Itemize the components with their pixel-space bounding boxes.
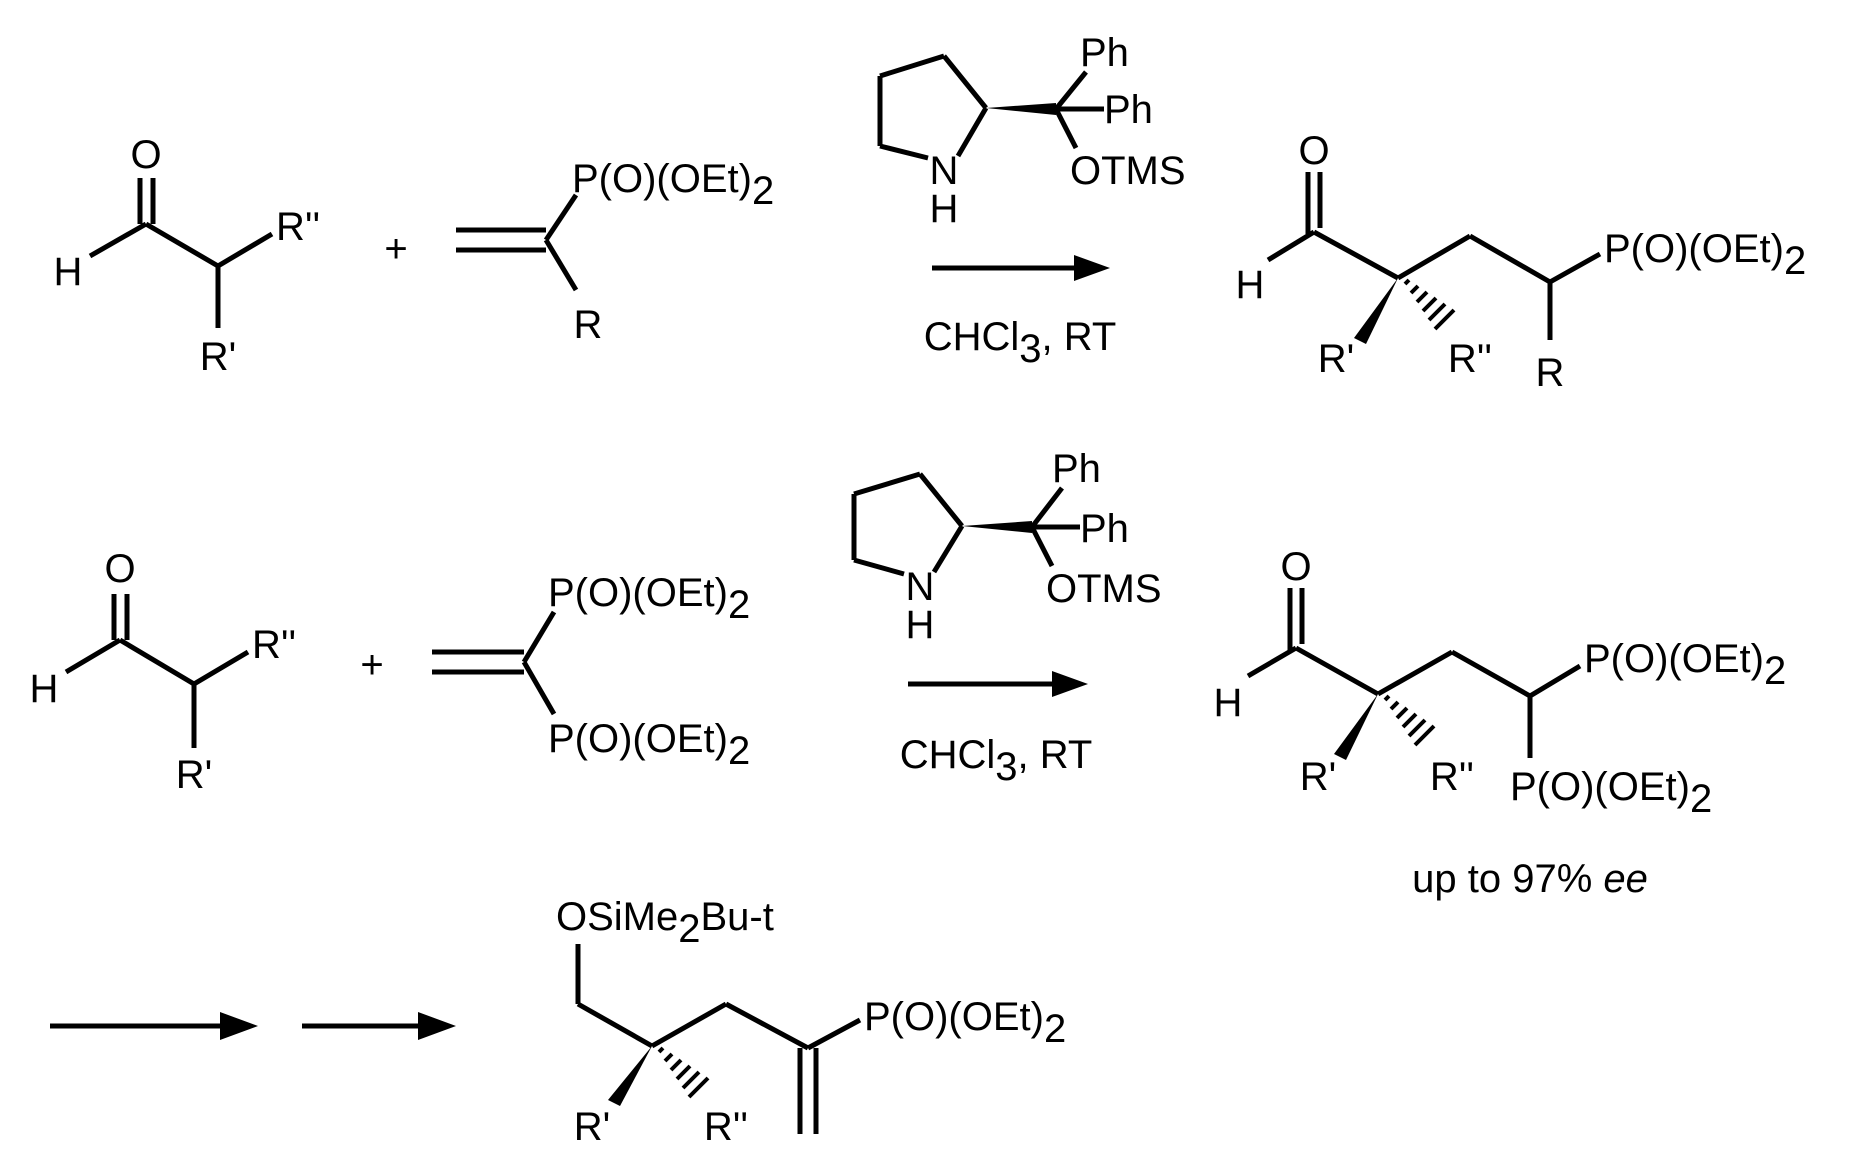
row1-product-r1: R' — [1318, 337, 1355, 381]
row2-aldehyde: O H R'' R' — [30, 547, 297, 797]
row2-catalyst-h: H — [906, 603, 935, 647]
row1-catalyst: Ph Ph OTMS N H — [877, 31, 1186, 231]
row1-aldehyde-o: O — [130, 133, 161, 177]
row3-arrow-2 — [302, 1012, 456, 1040]
row1-product-o: O — [1298, 129, 1329, 173]
row1-aldehyde-r2: R'' — [276, 205, 320, 249]
row1-product-r: R — [1536, 351, 1565, 395]
row1-catalyst-n: N — [930, 149, 959, 193]
row2-product-p-bottom: P(O)(OEt)2 — [1510, 765, 1712, 821]
row1-aldehyde-h: H — [54, 250, 83, 294]
row3-product-hash — [657, 1046, 710, 1099]
row1-catalyst-otms: OTMS — [1070, 149, 1186, 193]
row1-product-p: P(O)(OEt)2 — [1604, 227, 1806, 283]
row1-vinyl-r: R — [574, 303, 603, 347]
row1-vinylphosphonate: P(O)(OEt)2 R — [456, 157, 774, 347]
row2-catalyst-otms: OTMS — [1046, 567, 1162, 611]
row2-plus: + — [360, 643, 383, 687]
row1-product-h: H — [1236, 263, 1265, 307]
row1-product-hash — [1403, 278, 1456, 331]
row3-product-osi: OSiMe2Bu-t — [556, 895, 774, 951]
row3-product-r2: R'' — [704, 1105, 748, 1149]
row2-catalyst-n: N — [906, 565, 935, 609]
row2-product-hash — [1383, 694, 1436, 747]
row1-product: O H P(O)(OEt)2 R' R'' R — [1236, 129, 1807, 395]
row3-arrow-1 — [50, 1012, 258, 1040]
row2-product-o: O — [1280, 545, 1311, 589]
row1-conditions: CHCl3, RT — [924, 315, 1117, 371]
row2-aldehyde-r2: R'' — [252, 623, 296, 667]
row2-catalyst: Ph Ph OTMS N H — [851, 447, 1162, 647]
row2-aldehyde-h: H — [30, 667, 59, 711]
row1-aldehyde-r1: R' — [200, 335, 237, 379]
row2-arrow — [908, 671, 1088, 697]
row3-product: OSiMe2Bu-t P(O)(OEt)2 R' R'' — [556, 895, 1066, 1149]
row2-product-h: H — [1214, 681, 1243, 725]
row2-aldehyde-o: O — [104, 547, 135, 591]
row2-ee-note: up to 97% ee — [1412, 857, 1648, 901]
row1-product-r2: R'' — [1448, 337, 1492, 381]
row2-product: O H P(O)(OEt)2 P(O)(OEt)2 R' R'' — [1214, 545, 1787, 821]
row2-aldehyde-r1: R' — [176, 753, 213, 797]
row1-vinyl-p: P(O)(OEt)2 — [572, 157, 774, 213]
row1-arrow — [932, 255, 1110, 281]
row2-product-r1: R' — [1300, 755, 1337, 799]
row2-catalyst-ph2: Ph — [1080, 507, 1129, 551]
row2-product-r2: R'' — [1430, 755, 1474, 799]
row3-product-p: P(O)(OEt)2 — [864, 995, 1066, 1051]
row2-bisphosphonate: P(O)(OEt)2 P(O)(OEt)2 — [432, 571, 750, 773]
row2-conditions: CHCl3, RT — [900, 733, 1093, 789]
row1-catalyst-ph2: Ph — [1104, 88, 1153, 132]
row2-bis-p-top: P(O)(OEt)2 — [548, 571, 750, 627]
row2-catalyst-ph1: Ph — [1052, 447, 1101, 491]
row1-catalyst-h: H — [930, 187, 959, 231]
row3-product-r1: R' — [574, 1105, 611, 1149]
row2-bis-p-bottom: P(O)(OEt)2 — [548, 717, 750, 773]
row1-plus: + — [384, 227, 407, 271]
row1-catalyst-ph1: Ph — [1080, 31, 1129, 75]
row2-product-p-top: P(O)(OEt)2 — [1584, 637, 1786, 693]
row1-aldehyde: O H R'' R' — [54, 133, 321, 379]
